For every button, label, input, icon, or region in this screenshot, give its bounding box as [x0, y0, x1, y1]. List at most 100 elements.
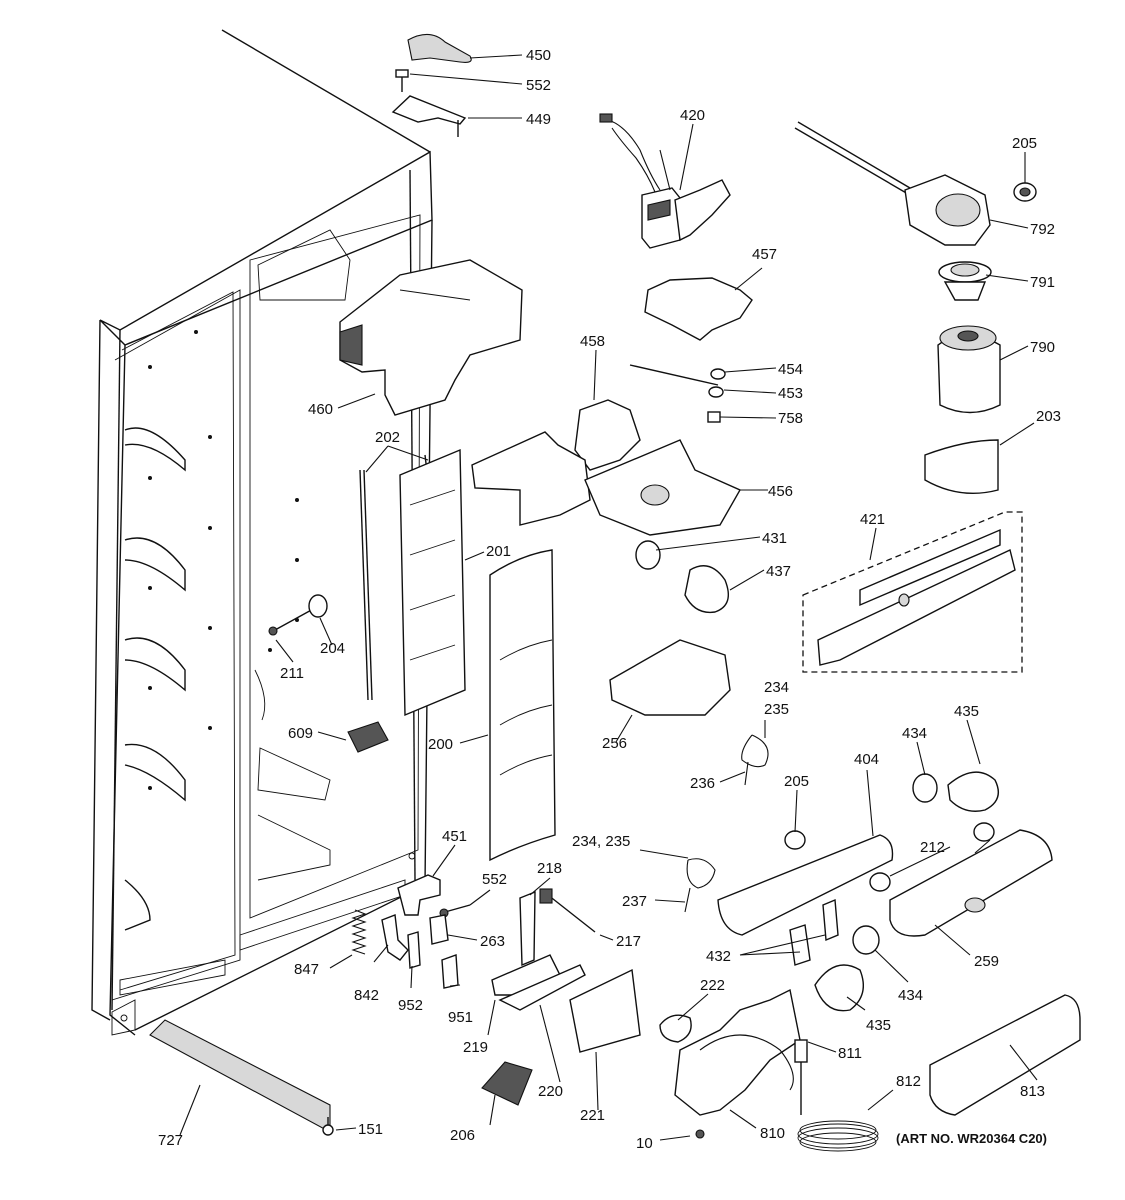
dispenser-housing-part	[471, 431, 741, 536]
drip-tray-part	[609, 639, 731, 716]
callout-220: 220	[538, 1083, 563, 1100]
trim-screw-part	[322, 1117, 334, 1136]
callout-205-b: 205	[784, 773, 809, 790]
callout-453: 453	[778, 385, 803, 402]
refrigerator-case	[91, 29, 433, 1036]
callout-203: 203	[1036, 408, 1061, 425]
screw-part	[268, 607, 316, 636]
callout-201: 201	[486, 543, 511, 560]
callout-420: 420	[680, 107, 705, 124]
leader-lines	[179, 54, 1038, 1141]
callout-437: 437	[766, 563, 791, 580]
callout-951: 951	[448, 1009, 473, 1026]
callout-813: 813	[1020, 1083, 1045, 1100]
callout-234-235: 234, 235	[572, 833, 630, 850]
shaft-part	[407, 931, 421, 969]
control-board-part	[802, 511, 1023, 673]
callout-460: 460	[308, 401, 333, 418]
callout-609: 609	[288, 725, 313, 742]
air-duct-part	[339, 259, 523, 416]
callout-791: 791	[1030, 274, 1055, 291]
callout-727: 727	[158, 1132, 183, 1149]
callout-219: 219	[463, 1039, 488, 1056]
grille-part	[481, 1061, 533, 1106]
callout-202: 202	[375, 429, 400, 446]
callout-435-b: 435	[866, 1017, 891, 1034]
ice-chute-part	[569, 968, 641, 1053]
callout-449: 449	[526, 111, 551, 128]
callout-842: 842	[354, 987, 379, 1004]
gasket-part	[644, 277, 753, 341]
callout-434: 434	[902, 725, 927, 742]
clip-part-2	[684, 858, 716, 913]
callout-810: 810	[760, 1125, 785, 1142]
light-shield-part	[717, 834, 894, 936]
grommet-part-3	[973, 822, 995, 842]
callout-451: 451	[442, 828, 467, 845]
chute-door-part	[659, 1014, 692, 1043]
hinge-cover-part	[407, 33, 472, 63]
spacer-part	[308, 594, 328, 618]
callout-847: 847	[294, 961, 319, 978]
callout-431: 431	[762, 530, 787, 547]
lamp-bulb-part-3	[814, 964, 864, 1012]
axle-part	[441, 954, 459, 989]
filter-cover-part	[924, 439, 999, 495]
bottom-hinge-part	[397, 874, 441, 916]
callout-792: 792	[1030, 221, 1055, 238]
callout-218: 218	[537, 860, 562, 877]
callout-211: 211	[280, 665, 304, 682]
lamp-clip-part	[822, 898, 839, 942]
tube-cover-part	[929, 994, 1081, 1116]
paddle-arm-part	[498, 964, 586, 1011]
lamp-bulb-part-2	[947, 771, 999, 812]
callout-263: 263	[480, 933, 505, 950]
callout-labels: 450 552 449 420 205 792 791 790 457 458 …	[158, 47, 1061, 1152]
callout-450: 450	[526, 47, 551, 64]
lamp-bulb-part	[684, 565, 729, 614]
grommet-part	[784, 830, 806, 850]
callout-552-b: 552	[482, 871, 507, 888]
callout-151: 151	[358, 1121, 383, 1138]
callout-237: 237	[622, 893, 647, 910]
actuator-shaft-part	[539, 888, 596, 933]
callout-758: 758	[778, 410, 803, 427]
clip-part	[741, 734, 769, 786]
callout-205: 205	[1012, 135, 1037, 152]
actuator-arm-part	[519, 890, 536, 967]
callout-236: 236	[690, 775, 715, 792]
housing-bracket-part	[399, 448, 466, 717]
callout-421: 421	[860, 511, 885, 528]
callout-434-b: 434	[898, 987, 923, 1004]
callout-212: 212	[920, 839, 945, 856]
callout-811: 811	[838, 1045, 862, 1062]
callout-432: 432	[706, 948, 731, 965]
hinge-screw-part	[395, 69, 409, 92]
hinge-pin-part	[429, 914, 449, 945]
callout-10: 10	[636, 1135, 653, 1152]
lamp-socket-part-2	[912, 773, 938, 803]
callout-790: 790	[1030, 339, 1055, 356]
callout-235: 235	[764, 701, 789, 718]
callout-206: 206	[450, 1127, 475, 1144]
dispenser-motor-part	[599, 113, 731, 249]
spring-part	[351, 909, 367, 955]
toe-grille-part	[149, 1019, 331, 1133]
callout-200: 200	[428, 736, 453, 753]
callout-454: 454	[778, 361, 803, 378]
water-filter-assembly-part	[794, 121, 1037, 414]
callout-259: 259	[974, 953, 999, 970]
light-cover-part	[889, 829, 1053, 937]
callout-222: 222	[700, 977, 725, 994]
callout-552: 552	[526, 77, 551, 94]
damper-part	[574, 364, 726, 471]
callout-435: 435	[954, 703, 979, 720]
art-number: (ART NO. WR20364 C20)	[896, 1131, 1047, 1146]
lamp-socket-part-3	[852, 925, 880, 955]
hinge-bracket-part	[391, 95, 467, 125]
grommet-part-2	[869, 872, 891, 892]
callout-457: 457	[752, 246, 777, 263]
lamp-clip-part-2	[789, 924, 811, 966]
lamp-socket-part	[635, 540, 661, 570]
